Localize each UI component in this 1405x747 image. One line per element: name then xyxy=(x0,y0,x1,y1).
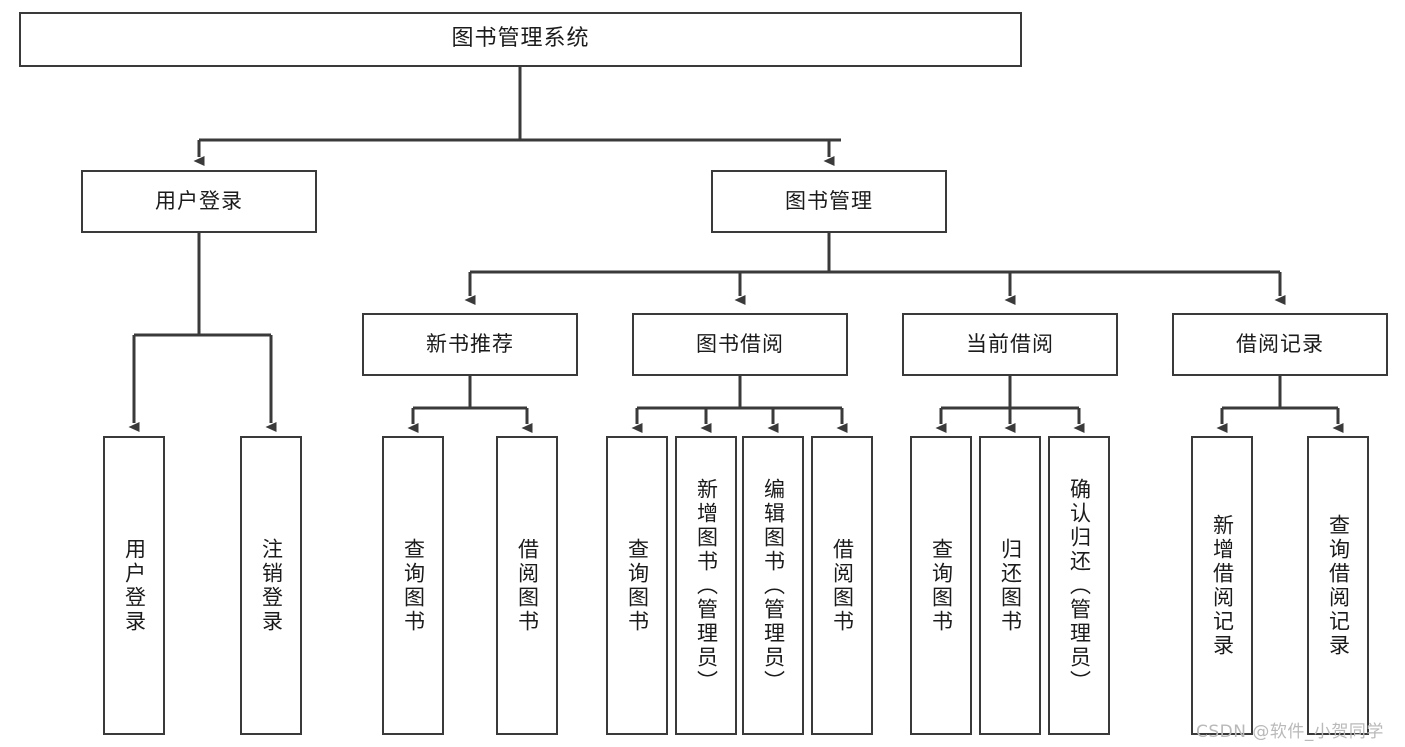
node-leaf-user-login-label: 用户登录 xyxy=(122,537,147,634)
node-leaf-return-book-label: 归还图书 xyxy=(998,537,1023,634)
node-leaf-edit-book[interactable]: 编辑图书（管理员） xyxy=(742,436,804,735)
node-leaf-borrow-book-2-label: 借阅图书 xyxy=(830,537,855,634)
node-leaf-logout-login-label: 注销登录 xyxy=(259,537,284,634)
node-leaf-query-book-2[interactable]: 查询图书 xyxy=(606,436,668,735)
node-leaf-add-book-label: 新增图书（管理员） xyxy=(694,477,719,694)
node-leaf-borrow-book-1-label: 借阅图书 xyxy=(515,537,540,634)
node-leaf-borrow-book-2[interactable]: 借阅图书 xyxy=(811,436,873,735)
node-leaf-query-record-label: 查询借阅记录 xyxy=(1326,513,1351,658)
node-leaf-borrow-book-1[interactable]: 借阅图书 xyxy=(496,436,558,735)
node-user-login[interactable]: 用户登录 xyxy=(81,170,317,233)
node-leaf-user-login[interactable]: 用户登录 xyxy=(103,436,165,735)
node-new-book-recommend[interactable]: 新书推荐 xyxy=(362,313,578,376)
node-root[interactable]: 图书管理系统 xyxy=(19,12,1022,67)
node-leaf-confirm-return-label: 确认归还（管理员） xyxy=(1067,477,1092,694)
node-leaf-query-book-1[interactable]: 查询图书 xyxy=(382,436,444,735)
node-leaf-confirm-return[interactable]: 确认归还（管理员） xyxy=(1048,436,1110,735)
node-leaf-logout-login[interactable]: 注销登录 xyxy=(240,436,302,735)
watermark-text: CSDN @软件_小贺同学 xyxy=(1196,722,1384,742)
node-leaf-query-book-3[interactable]: 查询图书 xyxy=(910,436,972,735)
node-leaf-query-record[interactable]: 查询借阅记录 xyxy=(1307,436,1369,735)
node-user-login-label: 用户登录 xyxy=(155,188,243,213)
node-leaf-query-book-2-label: 查询图书 xyxy=(625,537,650,634)
node-borrow-record[interactable]: 借阅记录 xyxy=(1172,313,1388,376)
node-current-borrow[interactable]: 当前借阅 xyxy=(902,313,1118,376)
node-book-borrow[interactable]: 图书借阅 xyxy=(632,313,848,376)
node-book-manage[interactable]: 图书管理 xyxy=(711,170,947,233)
node-leaf-query-book-3-label: 查询图书 xyxy=(929,537,954,634)
node-current-borrow-label: 当前借阅 xyxy=(966,331,1054,356)
node-leaf-add-record-label: 新增借阅记录 xyxy=(1210,513,1235,658)
node-book-manage-label: 图书管理 xyxy=(785,188,873,213)
node-leaf-edit-book-label: 编辑图书（管理员） xyxy=(761,477,786,694)
node-leaf-add-record[interactable]: 新增借阅记录 xyxy=(1191,436,1253,735)
node-borrow-record-label: 借阅记录 xyxy=(1236,331,1324,356)
node-leaf-add-book[interactable]: 新增图书（管理员） xyxy=(675,436,737,735)
node-book-borrow-label: 图书借阅 xyxy=(696,331,784,356)
node-leaf-query-book-1-label: 查询图书 xyxy=(401,537,426,634)
node-leaf-return-book[interactable]: 归还图书 xyxy=(979,436,1041,735)
node-new-book-recommend-label: 新书推荐 xyxy=(426,331,514,356)
node-root-label: 图书管理系统 xyxy=(451,26,590,52)
